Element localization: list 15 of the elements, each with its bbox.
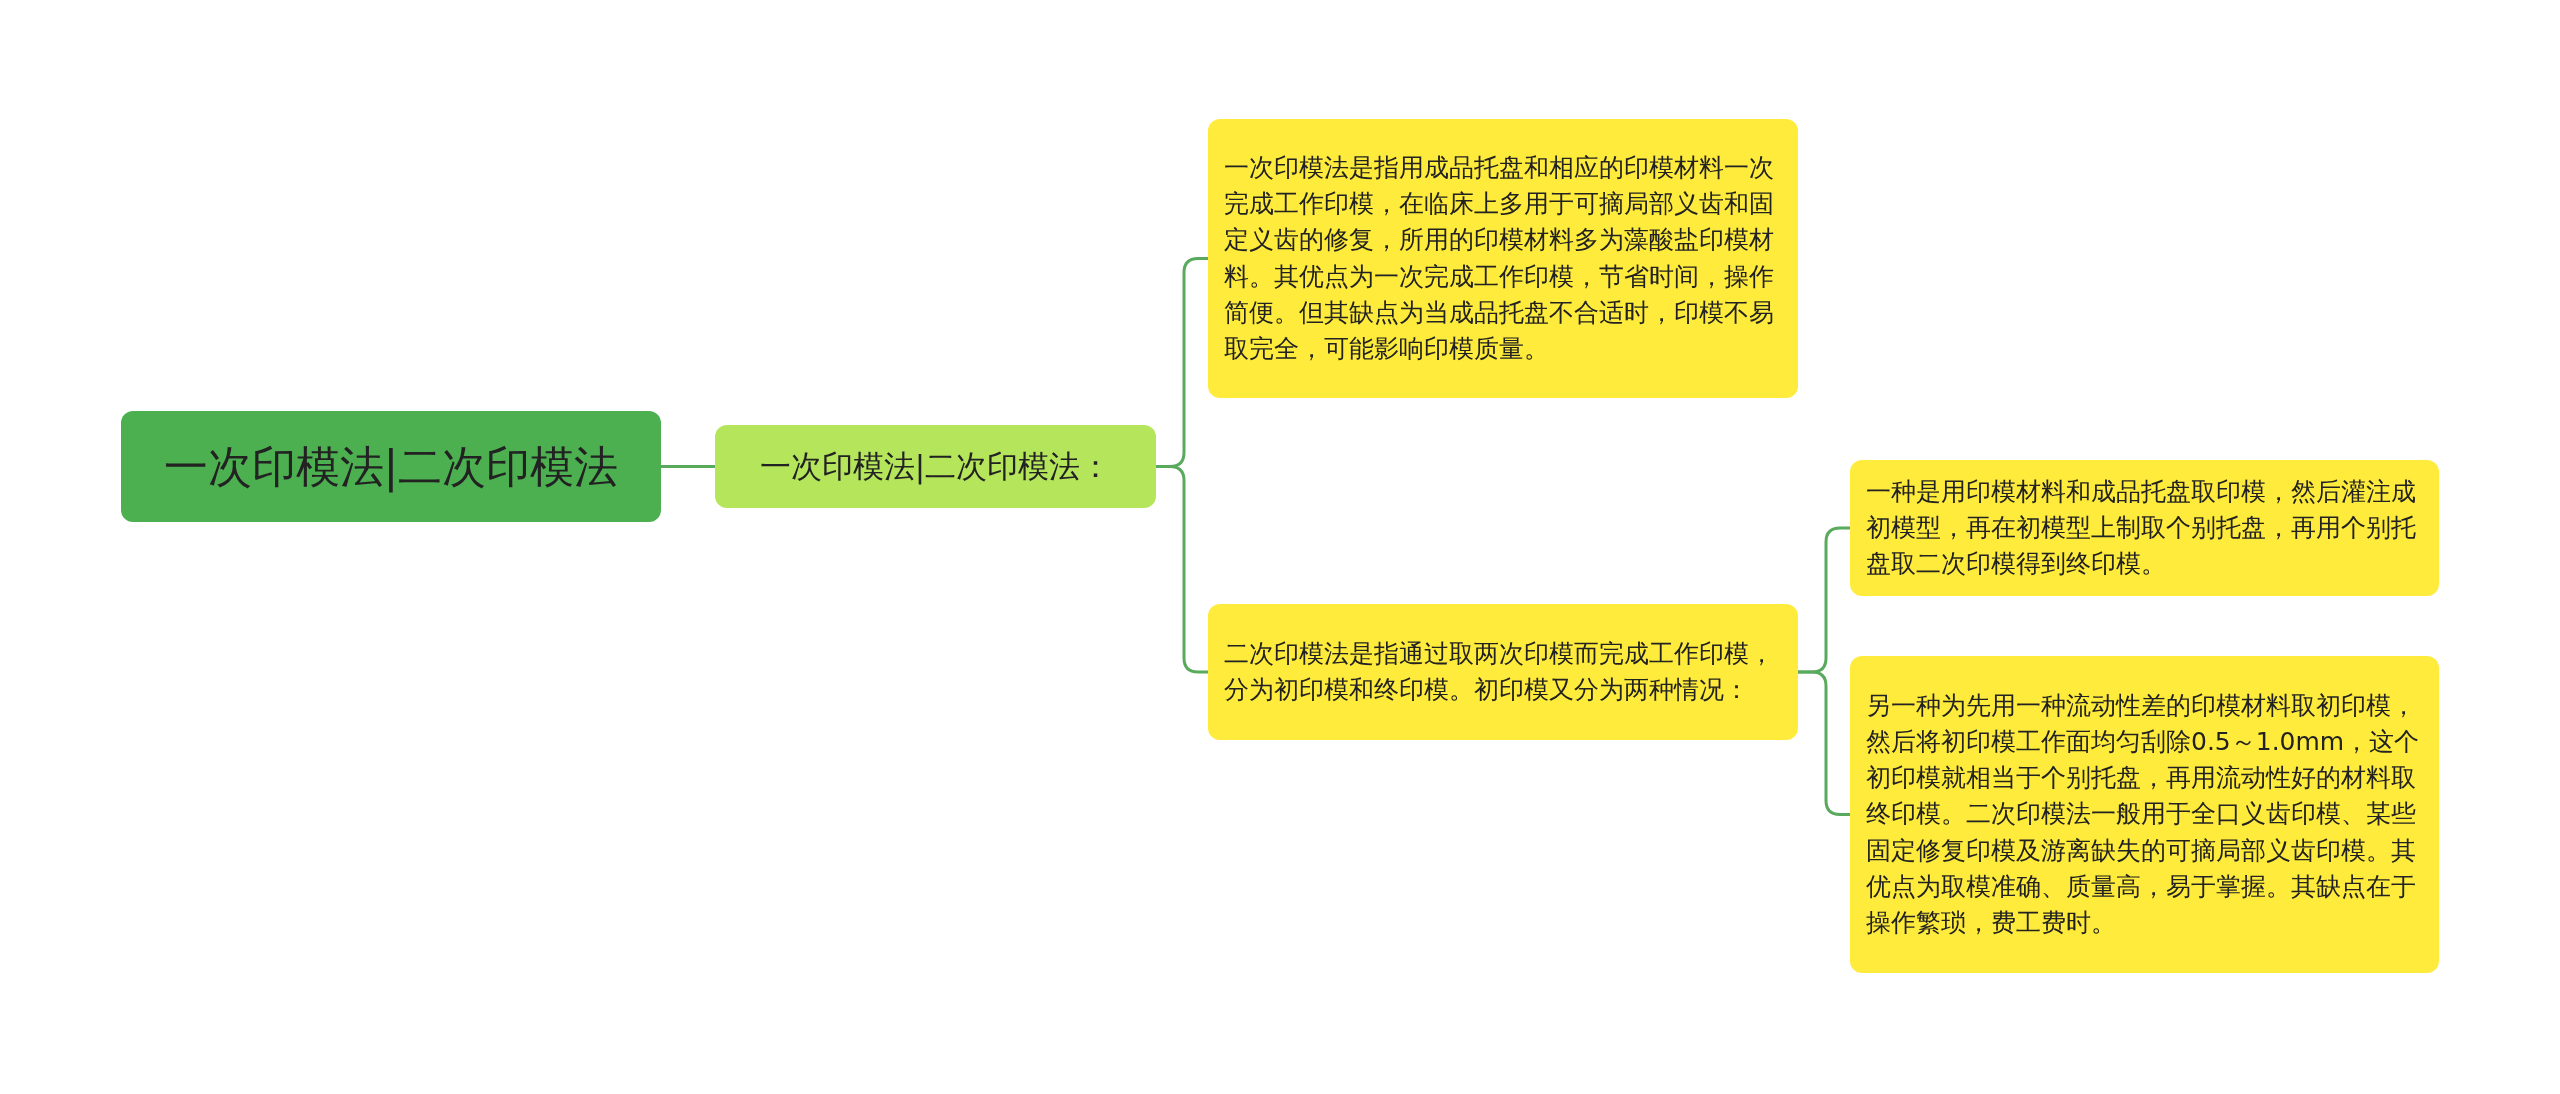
connector-line [661,465,715,468]
text-card [1208,119,1798,398]
text-card [1850,460,2439,596]
connector-line [1156,465,1208,674]
topic-text: 一次印模法|二次印模法： [759,447,1112,487]
subtopic-box [715,425,1156,508]
connector-line [1798,670,1850,816]
topic-text: 另一种为先用一种流动性差的印模材料取初印模，然后将初印模工作面均匀刮除0.5～1.0mm，这个初印模就相当于个别托盘，再用流动性好的材料取终印模。二次印模法一般用于全口义齿印模、某些固定修复印模及游离缺失的可摘局部义齿印模。其优点为取模准确、质量高，易于掌握。其缺点在于操作繁琐，费工费时。 [1866,689,2421,940]
topic-text: 一次印模法是指用成品托盘和相应的印模材料一次完成工作印模，在临床上多用于可摘局部义齿和固定义齿的修复，所用的印模材料多为藻酸盐印模材料。其优点为一次完成工作印模，节省时间，操作简便。但其缺点为当成品托盘不合适时，印模不易取完全，可能影响印模质量。 [1224,151,1775,365]
text-card [1208,604,1798,740]
root-topic-box [121,411,661,522]
topic-text: 一次印模法|二次印模法 [163,439,619,495]
topic-text: 二次印模法是指通过取两次印模而完成工作印模，分为初印模和终印模。初印模又分为两种情况： [1224,637,1775,706]
topic-text: 一种是用印模材料和成品托盘取印模，然后灌注成初模型，再在初模型上制取个别托盘，再用个别托盘取二次印模得到终印模。 [1866,475,2417,581]
text-card [1850,656,2439,973]
